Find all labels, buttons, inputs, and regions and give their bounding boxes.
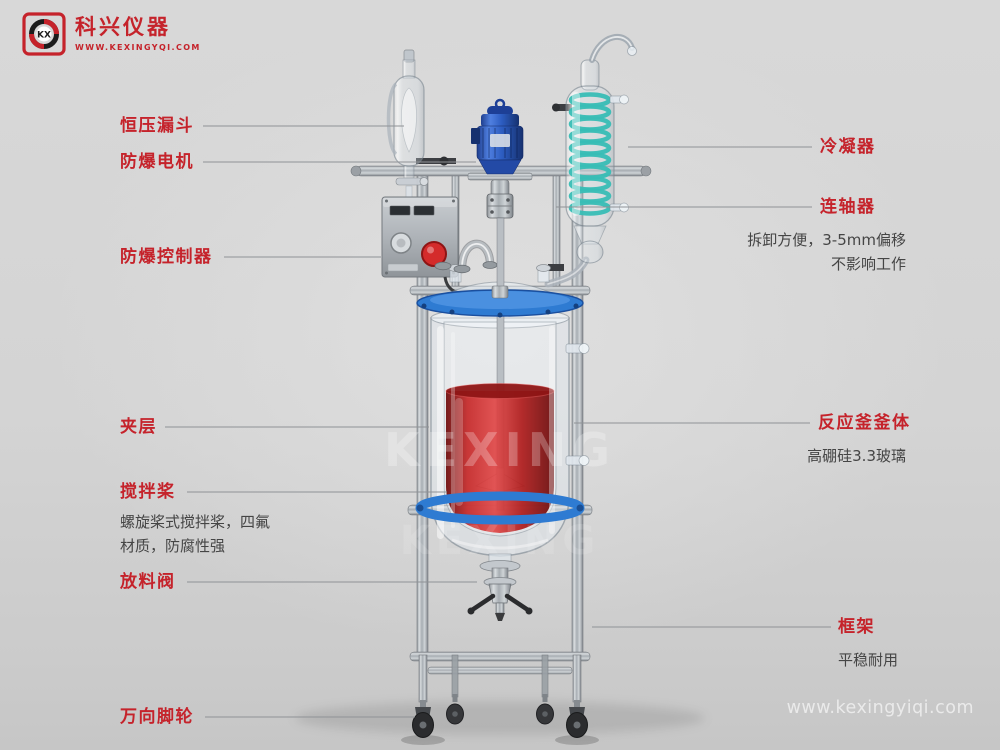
leader-lines bbox=[165, 125, 831, 718]
caster-back-left bbox=[446, 694, 464, 725]
label-explosion-proof-controller: 防爆控制器 bbox=[120, 247, 213, 267]
label-discharge-valve: 放料阀 bbox=[120, 572, 176, 592]
label-constant-pressure-funnel: 恒压漏斗 bbox=[120, 116, 194, 136]
brand-website: WWW.KEXINGYQI.COM bbox=[75, 42, 201, 52]
label-frame: 框架 bbox=[838, 617, 875, 637]
vessel-watermark: KEXING bbox=[384, 423, 616, 477]
desc-stirring-paddle: 螺旋桨式搅拌桨，四氟 材质，防腐性强 bbox=[120, 513, 271, 556]
brand-block: KX 科兴仪器 WWW.KEXINGYQI.COM bbox=[22, 12, 201, 56]
site-watermark: www.kexingyiqi.com bbox=[786, 698, 974, 718]
desc-reactor-vessel-body: 高硼硅3.3玻璃 bbox=[807, 447, 906, 465]
condenser bbox=[544, 34, 637, 288]
brand-text: 科兴仪器 WWW.KEXINGYQI.COM bbox=[75, 16, 201, 51]
brand-monogram: KX bbox=[37, 31, 51, 41]
label-jacket: 夹层 bbox=[120, 417, 157, 437]
discharge-valve bbox=[467, 553, 533, 621]
brand-logo-icon: KX bbox=[22, 12, 66, 56]
label-explosion-proof-motor: 防爆电机 bbox=[120, 152, 194, 172]
coupling bbox=[486, 193, 514, 219]
caster-front-left bbox=[412, 700, 434, 738]
floor-shadow bbox=[295, 701, 705, 745]
controller-display bbox=[413, 205, 435, 216]
reactor-vessel: KEXING KEXING bbox=[384, 217, 616, 564]
caster-front-right bbox=[566, 700, 588, 738]
jacket-nozzles bbox=[565, 343, 590, 466]
explosion-proof-motor bbox=[467, 98, 533, 219]
label-condenser: 冷凝器 bbox=[820, 137, 876, 157]
explosion-proof-controller bbox=[381, 196, 463, 296]
label-coupling: 连轴器 bbox=[820, 197, 876, 217]
label-universal-caster: 万向脚轮 bbox=[120, 707, 194, 727]
desc-frame: 平稳耐用 bbox=[838, 651, 899, 669]
controller-display bbox=[389, 205, 411, 216]
lid-flange bbox=[416, 285, 584, 318]
casters bbox=[412, 694, 588, 738]
condenser-coil bbox=[568, 92, 612, 216]
desc-coupling: 拆卸方便，3-5mm偏移 不影响工作 bbox=[747, 231, 906, 274]
label-stirring-paddle: 搅拌桨 bbox=[120, 482, 176, 502]
lid-piping bbox=[434, 239, 498, 274]
brand-name: 科兴仪器 bbox=[75, 15, 171, 40]
label-reactor-vessel-body: 反应釜釜体 bbox=[818, 413, 911, 433]
controller-red-button bbox=[421, 241, 447, 267]
caster-back-right bbox=[536, 694, 554, 725]
